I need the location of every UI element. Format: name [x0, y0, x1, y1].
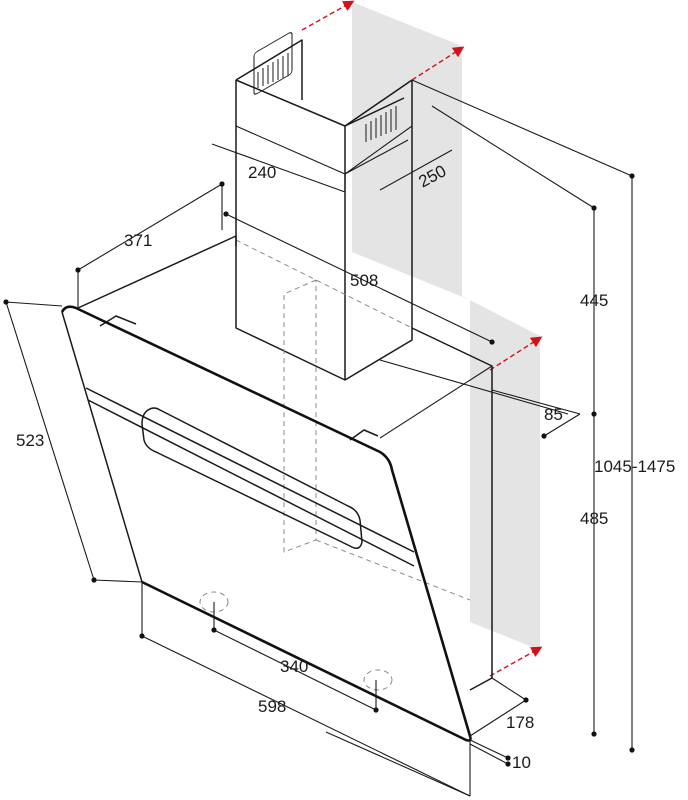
dim-total-height: 1045-1475 — [594, 457, 675, 476]
dim-base-depth: 178 — [506, 713, 534, 732]
glass-handle — [141, 407, 363, 549]
vent-grille-right — [365, 106, 397, 142]
install-arrow-top-right — [411, 46, 465, 81]
dim-width: 598 — [258, 697, 286, 716]
dimension-lines — [3, 79, 635, 797]
wall-silhouette — [352, 2, 540, 650]
dim-wall-gap: 85 — [544, 405, 563, 424]
glass-panel — [60, 305, 472, 742]
install-arrows — [301, 0, 543, 677]
install-arrow-top-left — [301, 0, 355, 31]
hood-body — [77, 235, 493, 691]
dim-glass-height: 523 — [16, 431, 44, 450]
dim-chimney-depth: 240 — [248, 163, 276, 182]
install-arrow-bottom — [489, 646, 543, 677]
chimney — [235, 32, 413, 381]
dim-glass-offset: 10 — [512, 753, 531, 772]
dim-screw-spacing: 340 — [280, 657, 308, 676]
install-arrow-middle — [489, 336, 543, 371]
dim-bracket-offset: 371 — [124, 231, 152, 250]
dimension-labels: 240 250 371 508 445 1045-1475 485 523 85… — [16, 161, 675, 772]
dim-body-height: 485 — [580, 509, 608, 528]
hidden-outline — [283, 279, 471, 601]
dim-chimney-height: 445 — [580, 291, 608, 310]
screw-fixing-right — [363, 669, 393, 691]
vent-grille-left — [253, 32, 293, 95]
dim-body-depth: 508 — [350, 271, 378, 290]
